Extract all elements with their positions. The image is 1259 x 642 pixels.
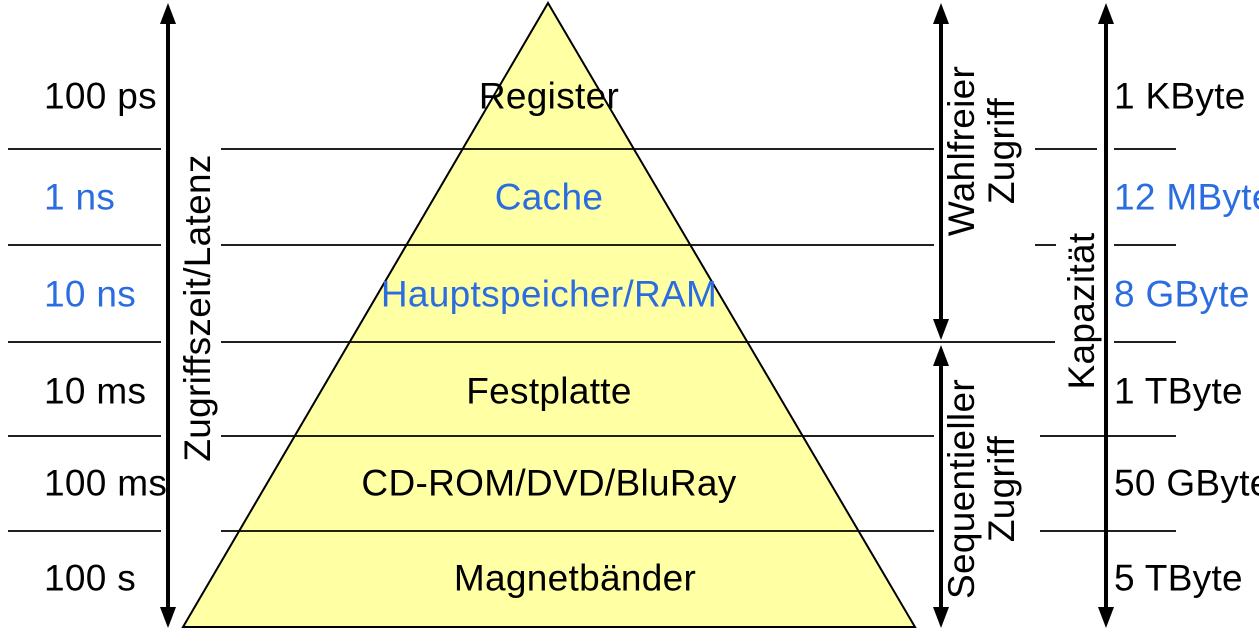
sequential-access-arrow	[933, 345, 949, 628]
capacity-axis-arrow	[1098, 3, 1114, 628]
time-label: 1 ns	[44, 176, 116, 218]
random-access-arrow	[933, 3, 949, 340]
latency-axis-label: Zugriffszeit/Latenz	[177, 154, 218, 462]
sequential-access-label: Sequentieller Zugriff	[941, 379, 1022, 599]
random-access-label-line1: Wahlfreier	[941, 65, 982, 237]
capacity-label: 8 GByte	[1114, 273, 1250, 315]
time-label: 10 ns	[44, 273, 137, 315]
time-label: 100 ps	[44, 75, 157, 117]
level-label: CD-ROM/DVD/BluRay	[361, 462, 737, 504]
time-label: 100 s	[44, 557, 137, 599]
capacity-label: 50 GByte	[1114, 462, 1259, 504]
level-separator-lines	[8, 148, 1176, 532]
capacity-label: 12 MByte	[1114, 176, 1259, 218]
pyramid-shape	[181, 1, 917, 628]
level-label: Magnetbänder	[453, 557, 697, 599]
random-access-label-line2: Zugriff	[981, 97, 1022, 205]
sequential-access-label-line2: Zugriff	[981, 435, 1022, 543]
time-label: 10 ms	[44, 370, 147, 412]
level-label: Register	[478, 75, 620, 117]
level-label: Cache	[494, 176, 604, 218]
level-label: Hauptspeicher/RAM	[380, 273, 718, 315]
capacity-label: 1 TByte	[1114, 370, 1243, 412]
sequential-access-label-line1: Sequentieller	[941, 379, 982, 599]
level-label: Festplatte	[466, 370, 632, 412]
capacity-label: 1 KByte	[1114, 75, 1246, 117]
capacity-axis-label: Kapazität	[1061, 232, 1102, 390]
capacity-label: 5 TByte	[1114, 557, 1243, 599]
random-access-label: Wahlfreier Zugriff	[941, 65, 1022, 237]
latency-axis-arrow	[160, 3, 176, 628]
time-label: 100 ms	[44, 462, 168, 504]
